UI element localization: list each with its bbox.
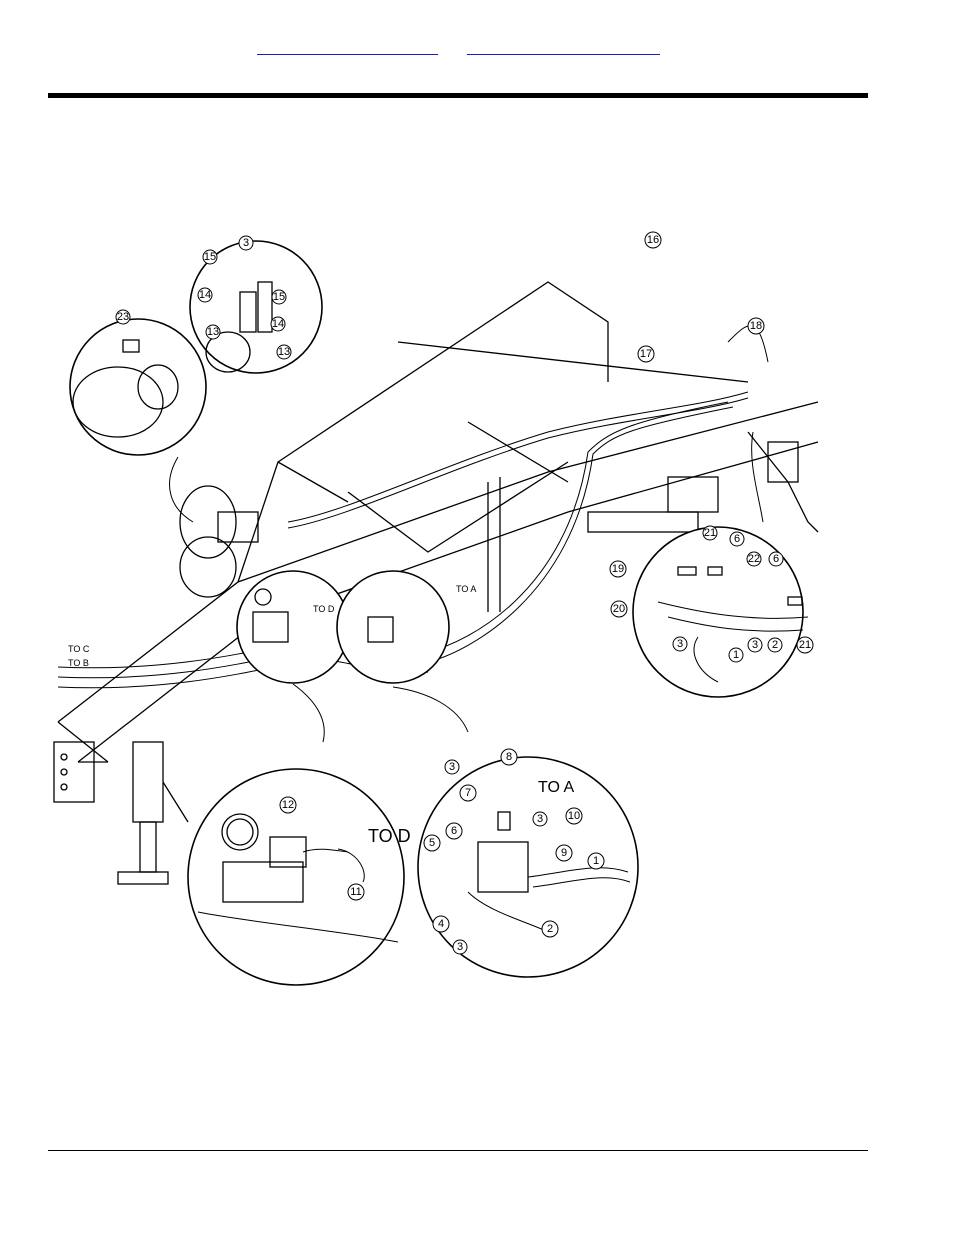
svg-text:14: 14 [199, 289, 211, 301]
svg-text:13: 13 [207, 326, 219, 338]
callout-2-a: 2 [768, 638, 782, 652]
dest-label-d-lower: TO D [368, 826, 411, 846]
callout-14-a: 14 [198, 288, 212, 302]
callout-10: 10 [566, 808, 582, 824]
callout-6-a: 6 [730, 532, 744, 546]
callout-1-b: 1 [588, 853, 604, 869]
svg-text:23: 23 [117, 311, 129, 323]
dest-label-a-upper: TO A [456, 584, 476, 594]
detail-valve-small-left [237, 571, 349, 683]
header-rule [48, 93, 868, 98]
svg-text:19: 19 [612, 563, 624, 575]
callout-3-e: 3 [533, 812, 547, 826]
svg-text:1: 1 [593, 855, 599, 867]
callout-17: 17 [638, 346, 654, 362]
callout-5: 5 [424, 835, 440, 851]
svg-text:21: 21 [799, 639, 811, 651]
svg-text:3: 3 [537, 813, 543, 825]
dest-label-b: TO B [68, 658, 89, 668]
callout-19: 19 [610, 561, 626, 577]
callout-4: 4 [433, 916, 449, 932]
svg-text:14: 14 [272, 318, 284, 330]
header-link-left[interactable] [257, 44, 438, 55]
svg-text:3: 3 [752, 639, 758, 651]
svg-text:3: 3 [449, 761, 455, 773]
svg-text:10: 10 [568, 810, 580, 822]
svg-text:12: 12 [282, 799, 294, 811]
svg-text:5: 5 [429, 837, 435, 849]
svg-text:2: 2 [772, 639, 778, 651]
svg-text:16: 16 [647, 234, 659, 246]
callout-14-b: 14 [271, 317, 285, 331]
dest-label-a-lower: TO A [538, 779, 574, 796]
dest-label-c: TO C [68, 644, 90, 654]
hydraulic-parts-diagram: TO A TO D TO C TO B TO A TO D 3 15 15 14… [48, 222, 828, 1000]
callout-15-a: 15 [203, 250, 217, 264]
svg-text:3: 3 [677, 638, 683, 650]
svg-text:22: 22 [748, 553, 760, 565]
svg-text:7: 7 [465, 787, 471, 799]
callout-21-b: 21 [797, 637, 813, 653]
detail-valve-small-right [337, 571, 449, 683]
detail-tank-fitting [70, 319, 206, 455]
callout-21-a: 21 [703, 526, 717, 540]
svg-text:21: 21 [704, 527, 716, 539]
detail-hose-ends [633, 527, 808, 697]
svg-text:9: 9 [561, 847, 567, 859]
svg-text:13: 13 [278, 346, 290, 358]
callout-6-c: 6 [446, 823, 462, 839]
detail-gauge-valve-enlarged [188, 769, 404, 985]
svg-text:1: 1 [733, 649, 739, 661]
svg-text:11: 11 [350, 886, 361, 898]
callout-3-f: 3 [453, 940, 467, 954]
svg-text:18: 18 [750, 320, 762, 332]
svg-text:2: 2 [547, 923, 553, 935]
svg-text:6: 6 [451, 825, 457, 837]
callout-9: 9 [556, 845, 572, 861]
callout-3-c: 3 [748, 638, 762, 652]
callout-23: 23 [116, 310, 130, 324]
callout-2-b: 2 [542, 921, 558, 937]
detail-valve-block-enlarged [418, 757, 638, 977]
svg-text:15: 15 [273, 291, 285, 303]
callout-1-a: 1 [729, 648, 743, 662]
callout-6-b: 6 [769, 552, 783, 566]
svg-text:8: 8 [506, 751, 512, 763]
callout-20: 20 [611, 601, 627, 617]
callout-15-b: 15 [272, 290, 286, 304]
svg-text:4: 4 [438, 918, 444, 930]
callout-3-b: 3 [673, 637, 687, 651]
svg-text:6: 6 [773, 553, 779, 565]
svg-text:6: 6 [734, 533, 740, 545]
svg-text:20: 20 [613, 603, 625, 615]
svg-text:15: 15 [204, 251, 216, 263]
dest-label-d-upper: TO D [313, 604, 335, 614]
svg-text:17: 17 [640, 348, 652, 360]
callout-8: 8 [501, 749, 517, 765]
callout-13-b: 13 [277, 345, 291, 359]
callout-22: 22 [747, 552, 761, 566]
header-link-right[interactable] [467, 44, 660, 55]
callout-18: 18 [748, 318, 764, 334]
callout-13-a: 13 [206, 325, 220, 339]
callout-16: 16 [645, 232, 661, 248]
callout-11: 11 [348, 884, 364, 900]
svg-text:3: 3 [243, 237, 249, 249]
footer-rule [48, 1150, 868, 1151]
callout-12: 12 [280, 797, 296, 813]
svg-text:3: 3 [457, 941, 463, 953]
callout-3-a: 3 [239, 236, 253, 250]
callout-3-d: 3 [445, 760, 459, 774]
callout-7: 7 [460, 785, 476, 801]
